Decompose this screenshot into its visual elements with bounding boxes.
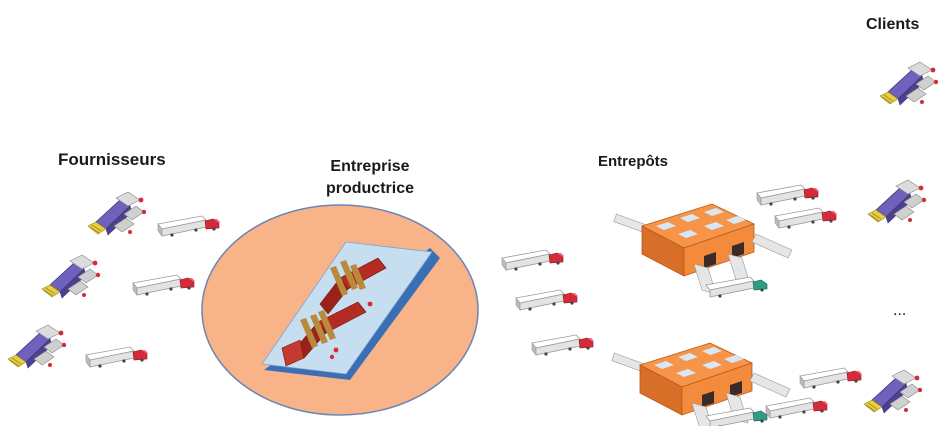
fournisseurs-group: [7, 191, 221, 369]
distribution-trucks-group: [501, 249, 595, 357]
client-machine-icon: [867, 179, 927, 224]
delivery-truck-icon: [515, 289, 579, 312]
supplier-machine-icon: [41, 254, 101, 299]
entrepots-label: Entrepôts: [598, 153, 669, 170]
supplier-truck-icon: [85, 346, 149, 369]
fournisseurs-label: Fournisseurs: [58, 150, 166, 169]
supplier-machine-icon: [7, 324, 67, 369]
more-clients-ellipsis: ...: [893, 302, 907, 319]
client-machine-icon: [863, 369, 923, 414]
warehouse-truck-icon: [799, 367, 863, 390]
entrepots-group: [611, 184, 863, 426]
warehouse-truck-icon: [705, 276, 768, 299]
warehouse-truck-icon: [705, 407, 768, 426]
clients-group: [863, 61, 939, 414]
supplier-truck-icon: [157, 215, 221, 238]
warehouse-truck-icon: [756, 184, 820, 207]
entreprise-productrice-label: Entreprise productrice: [325, 158, 414, 197]
delivery-truck-icon: [501, 249, 565, 272]
supplier-machine-icon: [87, 191, 147, 236]
warehouse-icon: [613, 203, 793, 295]
supplier-truck-icon: [132, 274, 196, 297]
factory-icon: [281, 257, 387, 367]
entreprise-productrice-group: [201, 204, 479, 416]
clients-label: Clients: [866, 16, 920, 33]
delivery-truck-icon: [531, 334, 595, 357]
client-machine-icon: [879, 61, 939, 106]
warehouse-truck-icon: [774, 207, 838, 230]
warehouse-truck-icon: [765, 397, 829, 420]
